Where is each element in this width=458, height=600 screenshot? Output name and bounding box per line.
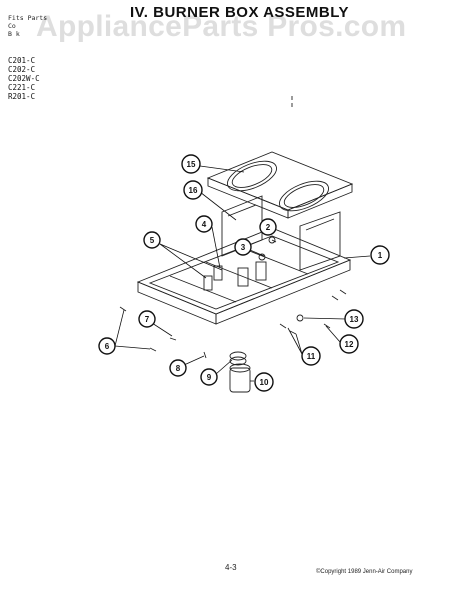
svg-text:16: 16 bbox=[189, 186, 198, 195]
watermark-text: ApplianceParts Pros.com bbox=[36, 10, 407, 43]
leader-lines bbox=[114, 165, 371, 382]
callout-16: 16 bbox=[183, 180, 203, 200]
burner-box-tray-part bbox=[136, 227, 352, 325]
hardware-part bbox=[119, 236, 347, 359]
callout-10: 10 bbox=[254, 372, 274, 392]
callout-7: 7 bbox=[138, 310, 156, 328]
svg-text:15: 15 bbox=[187, 160, 196, 169]
svg-text:7: 7 bbox=[145, 315, 150, 324]
model-item: C202W-C bbox=[8, 74, 40, 83]
svg-text:12: 12 bbox=[345, 340, 354, 349]
page-title: IV. BURNER BOX ASSEMBLY bbox=[130, 4, 350, 21]
header-line-1: Fits Parts bbox=[8, 14, 48, 22]
model-item: C201-C bbox=[8, 56, 36, 65]
svg-text:2: 2 bbox=[266, 223, 271, 232]
callout-5: 5 bbox=[143, 231, 161, 249]
callout-3: 3 bbox=[234, 238, 252, 256]
callout-13: 13 bbox=[344, 309, 364, 329]
model-item: R201-C bbox=[8, 92, 36, 101]
svg-text:6: 6 bbox=[105, 342, 110, 351]
callout-4: 4 bbox=[195, 215, 213, 233]
svg-text:13: 13 bbox=[350, 315, 359, 324]
callout-9: 9 bbox=[200, 368, 218, 386]
svg-text:11: 11 bbox=[307, 352, 316, 361]
model-list: C201-C C202-C C202W-C C221-C R201-C bbox=[8, 56, 40, 101]
callout-1: 1 bbox=[370, 245, 390, 265]
callout-12: 12 bbox=[339, 334, 359, 354]
cap-part bbox=[229, 363, 251, 393]
model-item: C221-C bbox=[8, 83, 36, 92]
svg-text:9: 9 bbox=[207, 373, 212, 382]
svg-text:8: 8 bbox=[176, 364, 181, 373]
svg-text:4: 4 bbox=[202, 220, 207, 229]
callout-2: 2 bbox=[259, 218, 277, 236]
callout-15: 15 bbox=[181, 154, 201, 174]
svg-text:5: 5 bbox=[150, 236, 155, 245]
spacer-part bbox=[229, 351, 247, 366]
callout-6: 6 bbox=[98, 337, 116, 355]
page-number: 4-3 bbox=[225, 563, 237, 572]
svg-text:3: 3 bbox=[241, 243, 246, 252]
callout-8: 8 bbox=[169, 359, 187, 377]
header-line-3: B k bbox=[8, 30, 20, 38]
copyright-text: ©Copyright 1989 Jenn-Air Company bbox=[316, 569, 413, 575]
svg-text:10: 10 bbox=[260, 378, 269, 387]
callout-11: 11 bbox=[301, 346, 321, 366]
top-cover-part bbox=[206, 151, 354, 219]
header-line-2: Co bbox=[8, 22, 16, 30]
model-item: C202-C bbox=[8, 65, 36, 74]
svg-text:1: 1 bbox=[378, 251, 383, 260]
